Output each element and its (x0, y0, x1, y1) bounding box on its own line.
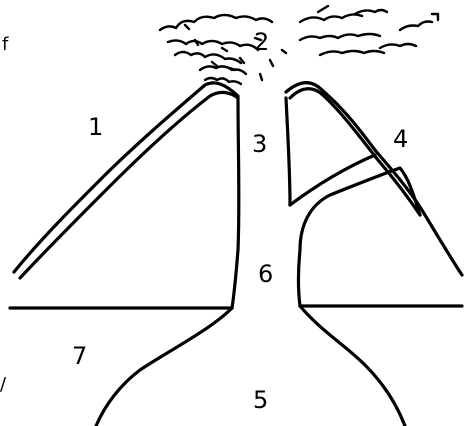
label-7: 7 (72, 342, 87, 370)
central-vent-right (286, 98, 290, 205)
edge-mark-slash: / (0, 374, 7, 395)
edge-mark-f: f (2, 34, 9, 55)
label-3: 3 (252, 130, 267, 158)
magma-chamber-left (96, 308, 232, 426)
magma-chamber-right (300, 306, 405, 426)
label-2: 2 (254, 28, 269, 56)
label-6: 6 (258, 260, 273, 288)
label-5: 5 (253, 386, 268, 414)
left-flank-inner (20, 92, 238, 278)
central-vent-left (232, 98, 239, 308)
label-4: 4 (393, 125, 408, 153)
side-vent-upper (290, 155, 375, 205)
ash-cloud (160, 6, 438, 84)
conduit-right (299, 250, 301, 306)
label-1: 1 (88, 113, 103, 141)
left-flank (14, 83, 238, 272)
